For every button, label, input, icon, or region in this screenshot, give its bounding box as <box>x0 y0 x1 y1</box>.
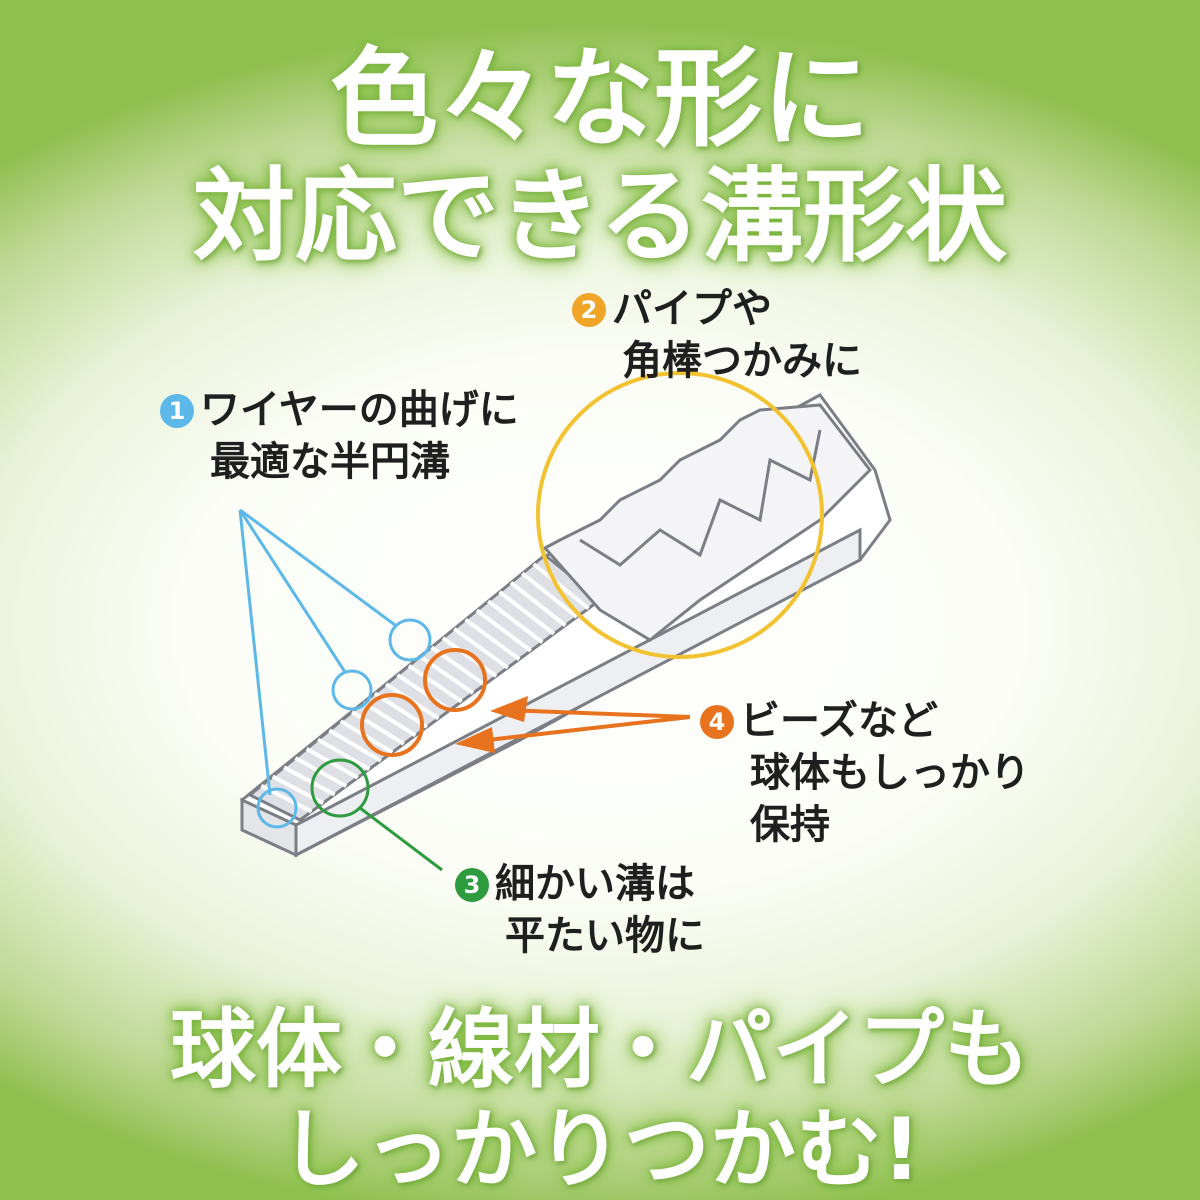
callout-4-line-2: 球体もしっかり <box>750 750 1030 796</box>
tooth-line <box>283 765 336 797</box>
tooth-line <box>464 618 521 661</box>
tooth-line <box>317 737 371 771</box>
tooth-line <box>294 756 348 788</box>
tooth-line <box>305 747 359 780</box>
callout-2-line-1: パイプや <box>612 286 772 332</box>
arrowheads <box>455 696 528 753</box>
callout-3-line-1: 細かい溝は <box>495 861 695 907</box>
tooth-line <box>521 571 579 619</box>
bottom-line-1: 球体・線材・パイプも <box>170 1000 1030 1100</box>
tooth-line <box>407 664 463 704</box>
tooth-line <box>475 608 532 653</box>
tooth-line <box>453 627 509 670</box>
tooth-line <box>487 599 544 644</box>
callout-4-markers <box>360 648 691 757</box>
callout-4-number: 4 <box>700 705 734 739</box>
stepped-grooves <box>542 403 872 642</box>
callout-4-line-1: ビーズなど <box>740 698 938 744</box>
tooth-line <box>351 710 405 746</box>
callout-1-markers <box>238 508 432 829</box>
title-line-2: 対応できる溝形状 <box>193 158 1007 277</box>
callout-2-number: 2 <box>572 293 606 327</box>
teeth-lines <box>260 562 590 814</box>
tooth-line <box>328 728 382 763</box>
callout-2-line-2: 角棒つかみに <box>622 338 862 384</box>
tooth-line <box>532 562 590 611</box>
tooth-line <box>373 691 429 729</box>
callout-3-number: 3 <box>455 868 489 902</box>
tooth-line <box>498 590 556 636</box>
callout-2-marker <box>536 371 824 659</box>
bottom-line-2: しっかりつかむ! <box>278 1100 922 1200</box>
callout-4-line-3: 保持 <box>750 802 830 848</box>
tooth-line <box>339 719 394 755</box>
callout-3-line-2: 平たい物に <box>505 913 705 959</box>
callout-1-line-1: ワイヤーの曲げに <box>200 387 519 433</box>
title-line-1: 色々な形に <box>329 37 870 162</box>
tooth-line <box>362 700 417 738</box>
callout-1-number: 1 <box>160 394 194 428</box>
tooth-line <box>396 673 452 712</box>
tooth-line <box>441 636 498 678</box>
callout-1-line-2: 最適な半円溝 <box>210 439 450 485</box>
tooth-line <box>509 581 567 627</box>
callout-3-marker <box>310 758 443 872</box>
